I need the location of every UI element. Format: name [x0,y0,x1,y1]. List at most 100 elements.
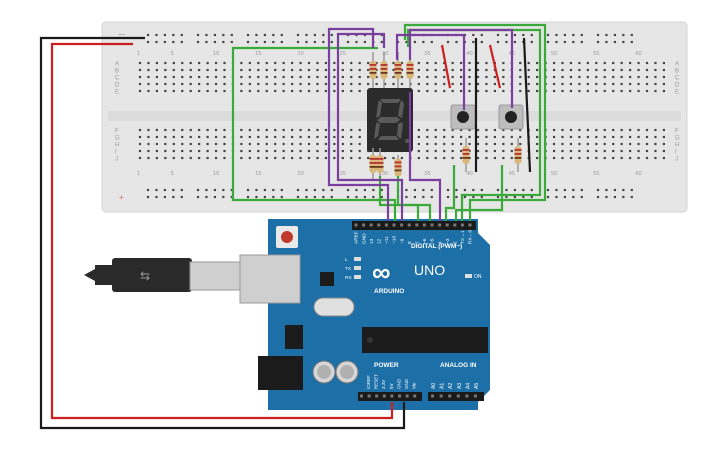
digital-pin-label: 12 [377,238,383,244]
green-wire-btn-1 [444,165,456,221]
digital-pin-label: ~5 [430,238,436,244]
row-letter: H [675,143,679,149]
capacitor-2-top [340,365,354,379]
led-label: TX [345,266,352,272]
digital-pin-label: ~11 [384,236,390,244]
digital-pin-label: AREF [354,231,360,244]
column-number: 50 [551,51,557,57]
row-letter: E [675,90,679,96]
rail-minus-label: — [118,31,125,38]
usb-icon: ⇆ [140,269,150,283]
digital-header-pins [354,223,472,227]
column-number: 60 [636,51,642,57]
resistor[interactable] [380,52,388,88]
usb-jack[interactable] [239,254,301,304]
power-pin-label: IOREF [366,375,371,389]
on-led [465,274,472,278]
seven-segment-digit [374,99,409,143]
row-letter: C [115,76,120,82]
column-number: 60 [636,171,642,177]
digital-pin-label: 13 [369,238,375,244]
bottom-header-pins [360,394,477,398]
row-letter: H [115,143,119,149]
purple-wire-right-2 [408,28,514,108]
analog-pin-label: A3 [457,383,463,389]
row-letter: I [675,150,677,156]
power-jack[interactable] [258,356,303,390]
digital-pin-label: ~9 [399,238,405,244]
green-wire-right [403,23,547,221]
arduino-brand: ARDUINO [374,288,404,295]
seven-segment-display[interactable] [367,88,413,152]
resistors [369,52,522,180]
red-wire-5v [50,42,394,420]
purple-wire-left [327,27,390,221]
arduino-model: UNO [414,262,445,278]
row-letter: B [115,69,119,75]
column-number: 5 [171,171,174,177]
column-number: 20 [298,171,304,177]
resistor[interactable] [376,148,384,180]
column-number: 30 [382,51,388,57]
led-label: L [345,257,348,263]
pushbutton-2[interactable] [498,104,524,130]
power-label: POWER [374,362,399,369]
digital-pin-label: 2 [453,241,459,244]
power-header [358,392,422,401]
column-number: 1 [137,171,140,177]
digital-pin-label: GND [361,233,367,244]
column-number: 40 [467,51,473,57]
led-label: RX [345,275,352,281]
analog-pin-label: A0 [431,383,437,389]
resistor[interactable] [462,138,470,172]
digital-pin-label: 7 [415,241,421,244]
row-letter: I [115,150,117,156]
black-wire-gnd [39,36,406,430]
purple-wire-left-2 [336,32,404,221]
row-letter: A [675,62,679,68]
row-letter: G [675,136,680,142]
resistor[interactable] [369,52,377,88]
row-letter: D [675,83,680,89]
column-number: 40 [467,171,473,177]
row-letter: F [115,129,119,135]
digital-pin-label: ~3 [445,238,451,244]
green-wire-btn-2 [454,165,504,221]
row-letter: A [115,62,119,68]
power-pin-label: 5V [389,383,394,389]
red-wire-btn-1 [440,44,452,89]
digital-pin-label: ~6 [422,238,428,244]
power-pin-label: RESET [374,374,379,389]
column-number: 55 [593,171,599,177]
usb-cable[interactable]: ⇆ [84,258,241,292]
column-number: 35 [424,51,430,57]
column-number: 10 [213,51,219,57]
small-chip [320,272,334,286]
arduino-logo: ∞ [372,257,391,287]
voltage-regulator [285,325,303,349]
row-letter: J [675,157,678,163]
row-letter: J [115,157,118,163]
power-pin-label: GND [404,378,409,389]
power-pin-label: Vin [412,382,417,389]
green-wire-seg-2 [396,176,432,221]
power-pin-label: 3.3V [381,380,386,389]
digital-header-label: DIGITAL (PWM~) [411,243,462,250]
column-number: 25 [340,171,346,177]
resistor[interactable] [369,148,377,180]
column-number: 15 [255,171,261,177]
resistor[interactable] [394,155,402,180]
reset-button-cap[interactable] [281,231,293,243]
row-letter: B [675,69,679,75]
purple-wire-down [408,92,442,221]
breadboard-column-numbers: 1155101015152020252530303535404045455050… [137,51,642,177]
resistor[interactable] [514,138,522,172]
digital-pin-label: RX←0 [468,230,474,244]
purple-wire-right [395,33,466,110]
atmega-chip [362,327,488,353]
column-number: 20 [298,51,304,57]
